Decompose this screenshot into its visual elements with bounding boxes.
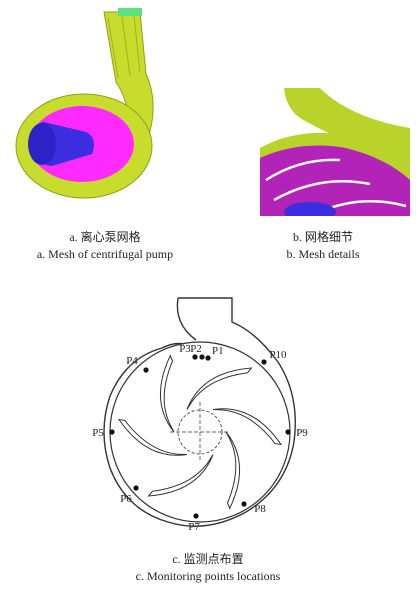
caption-c-en: c. Monitoring points locations (135, 569, 281, 583)
caption-b-cn: b. 网格细节 (292, 230, 353, 244)
monitoring-point-label: P8 (254, 503, 266, 515)
mesh-detail-illustration (260, 88, 410, 222)
monitoring-point-label: P3 (179, 343, 191, 355)
monitoring-point-label: P7 (188, 521, 200, 533)
monitoring-point-p9 (285, 429, 291, 435)
monitoring-point-p1 (205, 355, 211, 361)
monitoring-point-label: P2 (190, 343, 202, 355)
monitoring-point-p7 (193, 513, 199, 519)
monitoring-point-label: P6 (120, 493, 132, 505)
pump-mesh-illustration (15, 8, 154, 199)
impeller-blade (147, 454, 214, 497)
impeller-blade (117, 418, 188, 456)
monitoring-point-label: P4 (126, 355, 138, 367)
monitoring-point-label: P9 (296, 427, 308, 439)
caption-a-en: a. Mesh of centrifugal pump (36, 247, 174, 261)
monitoring-point-p8 (241, 501, 247, 507)
impeller-blade (159, 354, 175, 433)
impeller-blade (186, 367, 253, 410)
caption-a-cn: a. 离心泵网格 (69, 230, 141, 244)
monitoring-point-label: P10 (269, 349, 287, 361)
monitoring-point-label: P5 (92, 427, 104, 439)
monitoring-point-p2 (199, 354, 205, 360)
caption-b-en: b. Mesh details (286, 247, 360, 261)
figure-a-image (12, 4, 182, 224)
monitoring-point-p4 (143, 367, 149, 373)
monitoring-point-p10 (261, 359, 267, 365)
monitoring-point-p3 (192, 354, 198, 360)
outlet-flange (118, 8, 142, 16)
caption-c-cn: c. 监测点布置 (172, 552, 244, 566)
monitoring-point-p6 (133, 485, 139, 491)
impeller-blade (212, 408, 283, 446)
monitoring-point-label: P1 (212, 345, 224, 357)
impeller-blade (225, 431, 241, 510)
volute-outline (103, 297, 296, 527)
figure-b-image (260, 88, 410, 222)
impeller-blades (117, 354, 283, 510)
monitoring-point-p5 (109, 429, 115, 435)
